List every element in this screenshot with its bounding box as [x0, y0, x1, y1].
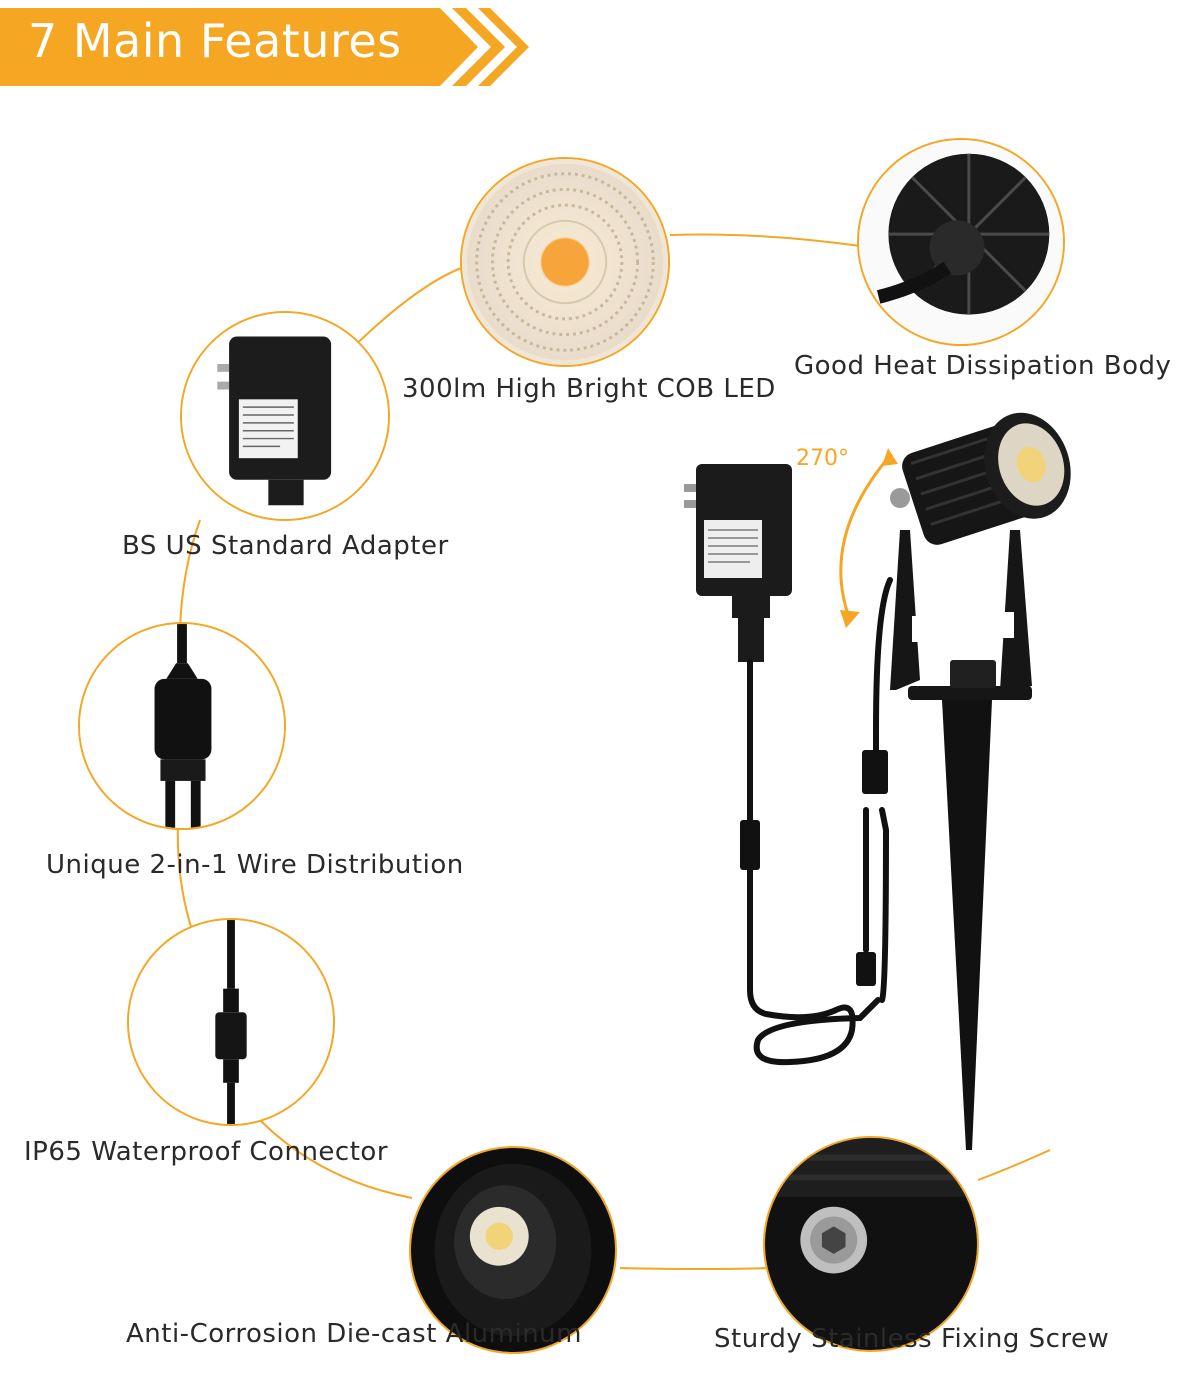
feature-circle-housing: [409, 1146, 617, 1354]
feature-label-housing: Anti-Corrosion Die-cast Aluminum: [126, 1319, 582, 1349]
waterproof-connector-icon: [129, 920, 333, 1124]
rotation-angle-label: 270°: [796, 446, 849, 471]
product-photo: [684, 412, 1071, 1150]
cob-led-icon: [462, 159, 668, 365]
feature-circle-cob-led: [460, 157, 670, 367]
header-banner: [0, 8, 529, 86]
feature-circle-adapter: [180, 311, 390, 521]
feature-label-heat-sink: Good Heat Dissipation Body: [794, 351, 1172, 381]
page-title: 7 Main Features: [28, 14, 402, 68]
product-adapter: [684, 464, 792, 662]
lamp-housing-icon: [411, 1148, 615, 1352]
feature-circle-screw: [763, 1136, 979, 1352]
feature-circle-connector: [127, 918, 335, 1126]
feature-label-screw: Sturdy Stainless Fixing Screw: [714, 1324, 1110, 1354]
feature-label-cob-led: 300lm High Bright COB LED: [402, 374, 776, 404]
feature-circle-wire-splitter: [78, 622, 286, 830]
feature-label-connector: IP65 Waterproof Connector: [24, 1137, 389, 1167]
feature-label-adapter: BS US Standard Adapter: [122, 531, 449, 561]
wire-splitter-icon: [80, 624, 284, 828]
feature-label-wire-splitter: Unique 2-in-1 Wire Distribution: [46, 850, 464, 880]
heat-sink-icon: [859, 140, 1063, 344]
feature-circle-heat-sink: [857, 138, 1065, 346]
power-adapter-icon: [182, 313, 388, 519]
